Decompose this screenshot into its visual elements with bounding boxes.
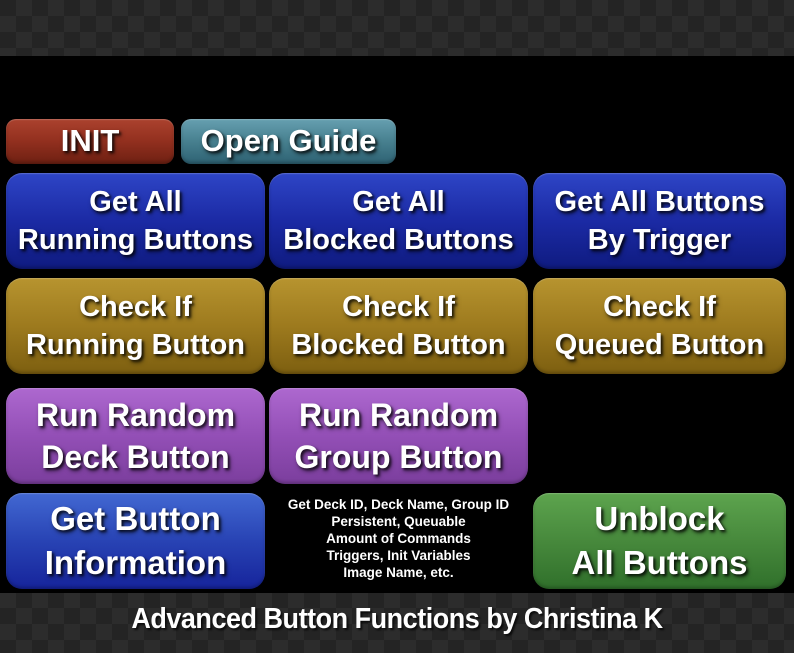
page-title-caption: Advanced Button Functions by Christina K [131, 603, 663, 635]
button-label-line: Run Random [35, 396, 236, 433]
button-label-line: Get Button [50, 500, 221, 538]
button-label-line: Blocked Button [291, 329, 506, 361]
run-random-group-button-button[interactable]: Run Random Group Button [269, 388, 528, 484]
button-label-line: Running Button [25, 329, 246, 361]
button-label-line: Unblock [594, 500, 725, 538]
unblock-all-buttons-button[interactable]: Unblock All Buttons [533, 493, 786, 589]
button-label-line: Blocked Buttons [283, 224, 514, 256]
button-label-line: Get All [89, 185, 182, 218]
get-button-information-button[interactable]: Get Button Information [6, 493, 265, 589]
check-if-blocked-button-button[interactable]: Check If Blocked Button [269, 278, 528, 374]
button-label-line: Run Random [298, 396, 499, 433]
check-if-queued-button-button[interactable]: Check If Queued Button [533, 278, 786, 374]
button-label-line: Queued Button [554, 329, 765, 361]
init-button[interactable]: INIT [6, 119, 174, 164]
run-random-deck-button-button[interactable]: Run Random Deck Button [6, 388, 265, 484]
button-label-line: Running Buttons [17, 224, 254, 256]
check-if-running-button-button[interactable]: Check If Running Button [6, 278, 265, 374]
get-all-running-buttons-button[interactable]: Get All Running Buttons [6, 173, 265, 269]
button-label-line: Information [44, 544, 227, 581]
button-label-line: Check If [79, 290, 192, 323]
note-line: Get Deck ID, Deck Name, Group ID [287, 497, 510, 512]
get-all-buttons-by-trigger-button[interactable]: Get All Buttons By Trigger [533, 173, 786, 269]
note-line: Triggers, Init Variables [326, 548, 471, 563]
note-line: Persistent, Queuable [331, 514, 466, 529]
note-line: Amount of Commands [326, 531, 471, 546]
deck-page-canvas: INIT Open Guide Get All Running Buttons … [0, 56, 794, 635]
button-label-line: By Trigger [587, 224, 732, 256]
button-label-line: Deck Button [41, 439, 230, 475]
button-info-description-note: Get Deck ID, Deck Name, Group ID Persist… [269, 496, 528, 586]
open-guide-button[interactable]: Open Guide [181, 119, 396, 164]
button-label-line: Group Button [294, 439, 503, 475]
note-line: Image Name, etc. [343, 565, 454, 580]
button-label-line: All Buttons [571, 544, 748, 581]
open-guide-button-label: Open Guide [200, 123, 377, 159]
button-label-line: Get All Buttons [554, 185, 765, 218]
button-label-line: Check If [603, 290, 716, 323]
button-label-line: Check If [342, 290, 455, 323]
init-button-label: INIT [60, 123, 120, 159]
get-all-blocked-buttons-button[interactable]: Get All Blocked Buttons [269, 173, 528, 269]
button-label-line: Get All [352, 185, 445, 218]
